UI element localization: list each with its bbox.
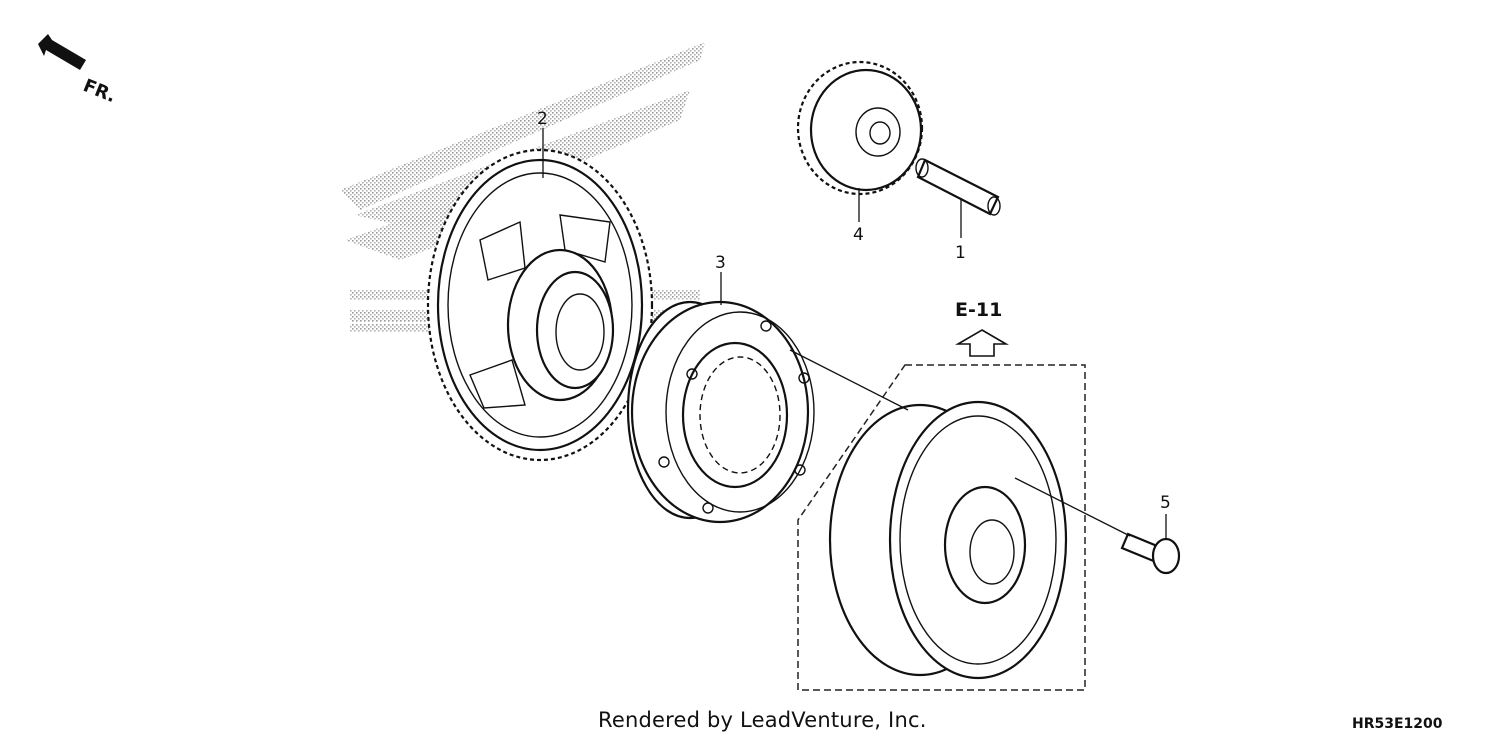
callout-4: 4 (853, 188, 864, 245)
callout-2: 2 (537, 109, 548, 178)
starter-one-way-clutch (626, 300, 815, 524)
diagram-code: HR53E1200 (1352, 716, 1443, 732)
starter-idle-gear (796, 60, 924, 196)
svg-text:5: 5 (1160, 493, 1171, 513)
pin (915, 158, 1001, 216)
reference-e11: E-11 (955, 299, 1009, 357)
orientation-label: FR. (80, 75, 119, 107)
flange-bolt (1120, 532, 1181, 575)
svg-text:2: 2 (537, 109, 548, 129)
reference-up-arrow-icon (955, 329, 1009, 357)
flywheel-assembly (797, 364, 1086, 691)
starter-driven-gear (426, 148, 654, 462)
callout-5: 5 (1160, 493, 1171, 540)
svg-text:4: 4 (853, 225, 864, 245)
reference-label: E-11 (955, 299, 1002, 321)
front-direction-arrow-icon: FR. (38, 34, 119, 107)
svg-text:1: 1 (955, 243, 966, 263)
callout-1: 1 (955, 198, 966, 263)
credit-text: Rendered by LeadVenture, Inc. (598, 708, 927, 732)
svg-text:3: 3 (715, 253, 726, 273)
callout-3: 3 (715, 253, 726, 305)
